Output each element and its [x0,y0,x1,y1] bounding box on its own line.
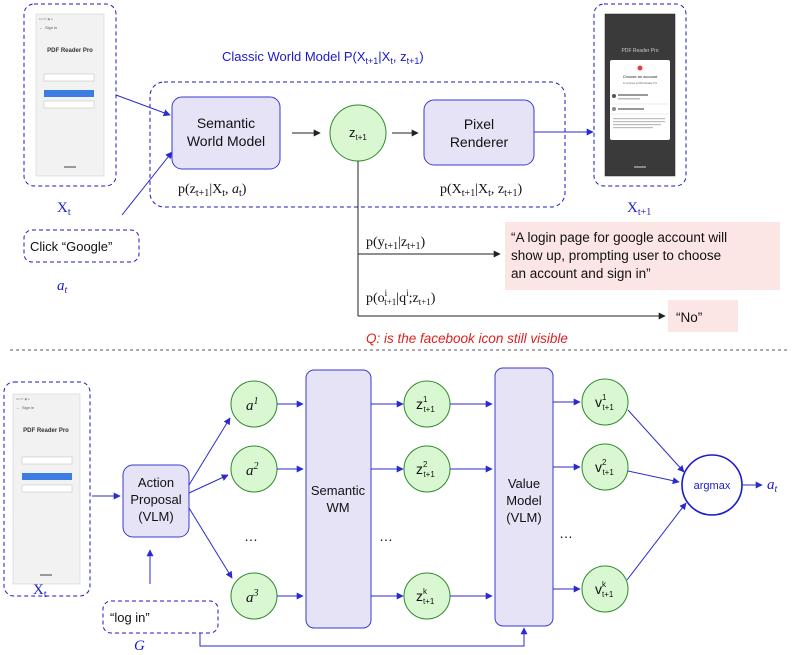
app-title-dim: PDF Reader Pro [622,48,659,54]
svg-text:10:37 ▣ ●: 10:37 ▣ ● [39,17,53,21]
google-button-mock [44,90,94,97]
arrow-goal-to-value [199,627,528,647]
modal-title: Choose an account [623,74,658,79]
app-logo-icon [637,65,643,71]
svg-text:a2: a2 [246,461,259,479]
add-account-icon [612,107,616,111]
value-model-box [494,367,554,627]
arrow-xt-to-semantic [115,94,171,117]
screenshot-xt1: PDF Reader Pro Choose an account to cont… [593,3,687,187]
modal-subtitle: to continue to PDF Reader Pro [623,82,658,85]
a-node-2: a2 [230,445,278,493]
svg-text:a1: a1 [246,396,259,414]
caption-box [505,222,780,290]
caption-line-3: an account and sign in” [511,266,651,281]
a-node-3: a3 [230,572,278,620]
email-button-mock [43,73,95,82]
arrow-proposal-to-a2 [188,474,229,494]
semantic-world-model-box [171,96,281,170]
classic-world-model-title: Classic World Model P(Xt+1|Xt, zt+1) [222,49,424,66]
semantic-wm-bottom-label-2: WM [326,500,349,515]
arrow-at-to-semantic [121,151,173,216]
ellipsis-z: … [379,528,393,544]
arrow-v3-to-argmax [626,502,687,581]
value-model-label-1: Value [508,476,540,491]
goal-box [102,600,219,634]
action-box [23,229,140,263]
facebook-button-mock [43,100,95,109]
action-proposal-label-3: (VLM) [138,509,173,524]
caption-line-1: “A login page for google account will [511,230,727,245]
sign-in-label: Sign in [45,25,57,30]
action-text: Click “Google” [30,239,112,254]
ellipsis-a: … [244,528,258,544]
action-proposal-label-2: Proposal [130,492,181,507]
action-proposal-box [122,464,190,538]
arrow-v1-to-argmax [627,409,685,473]
svg-text:v2t+1: v2t+1 [595,458,614,477]
arrow-proposal-to-a3 [188,507,233,579]
semantic-wm-box [305,369,372,629]
arrow-v2-to-argmax [627,470,680,485]
screenshot-xt: 10:37 ▣ ● ← Sign in PDF Reader Pro [23,3,117,187]
argmax-label: argmax [694,480,731,492]
goal-label: G [134,638,145,654]
svg-text:←: ← [16,405,20,410]
p-z-formula: p(zt+1|Xt, at) [178,182,247,199]
value-model-label-3: (VLM) [506,510,541,525]
value-model-label-2: Model [506,493,542,508]
pixel-renderer-label-2: Renderer [450,134,509,150]
at-label-bottom: at [767,477,778,495]
app-title-bottom: PDF Reader Pro [23,428,69,434]
svg-text:z2t+1: z2t+1 [416,460,435,479]
svg-text:v1t+1: v1t+1 [595,393,614,412]
account-chooser-modal [610,60,670,140]
svg-text:zkt+1: zkt+1 [416,587,435,606]
a-node-1: a1 [230,380,278,428]
svg-text:a3: a3 [246,588,259,606]
p-y-formula: p(yt+1|zt+1) [366,235,426,252]
sign-in-label-bottom: Sign in [22,405,34,410]
semantic-wm-bottom-label-1: Semantic [311,483,366,498]
svg-text:10:37 ▣ ●: 10:37 ▣ ● [16,397,30,401]
semantic-wm-label-1: Semantic [197,115,255,131]
answer-box [668,300,738,332]
arrow-proposal-to-a1 [188,417,231,486]
z-node-label: zt+1 [349,125,367,142]
svg-text:vkt+1: vkt+1 [595,580,614,599]
question-text: Q: is the facebook icon still visible [366,331,568,346]
pixel-renderer-label-1: Pixel [464,116,494,132]
svg-text:z1t+1: z1t+1 [416,395,435,414]
caption-line-2: show up, prompting user to choose [511,248,721,263]
screenshot-xt-bottom: 10:37 ▣ ● ← Sign in PDF Reader Pro [3,381,91,597]
ellipsis-v: … [559,525,573,541]
xt-label-bottom: Xt [33,582,47,600]
account-avatar-icon [612,94,616,98]
at-label-top: at [57,278,68,296]
xt-label-top: Xt [57,200,71,218]
app-title: PDF Reader Pro [47,48,93,54]
pixel-renderer-box [423,99,535,166]
p-x-formula: p(Xt+1|Xt, zt+1) [440,182,523,199]
goal-text: “log in” [110,610,150,625]
semantic-wm-label-2: World Model [187,133,265,149]
action-proposal-label-1: Action [138,475,174,490]
svg-text:←: ← [39,25,43,30]
answer-text: “No” [676,310,702,325]
xt1-label: Xt+1 [627,200,651,218]
